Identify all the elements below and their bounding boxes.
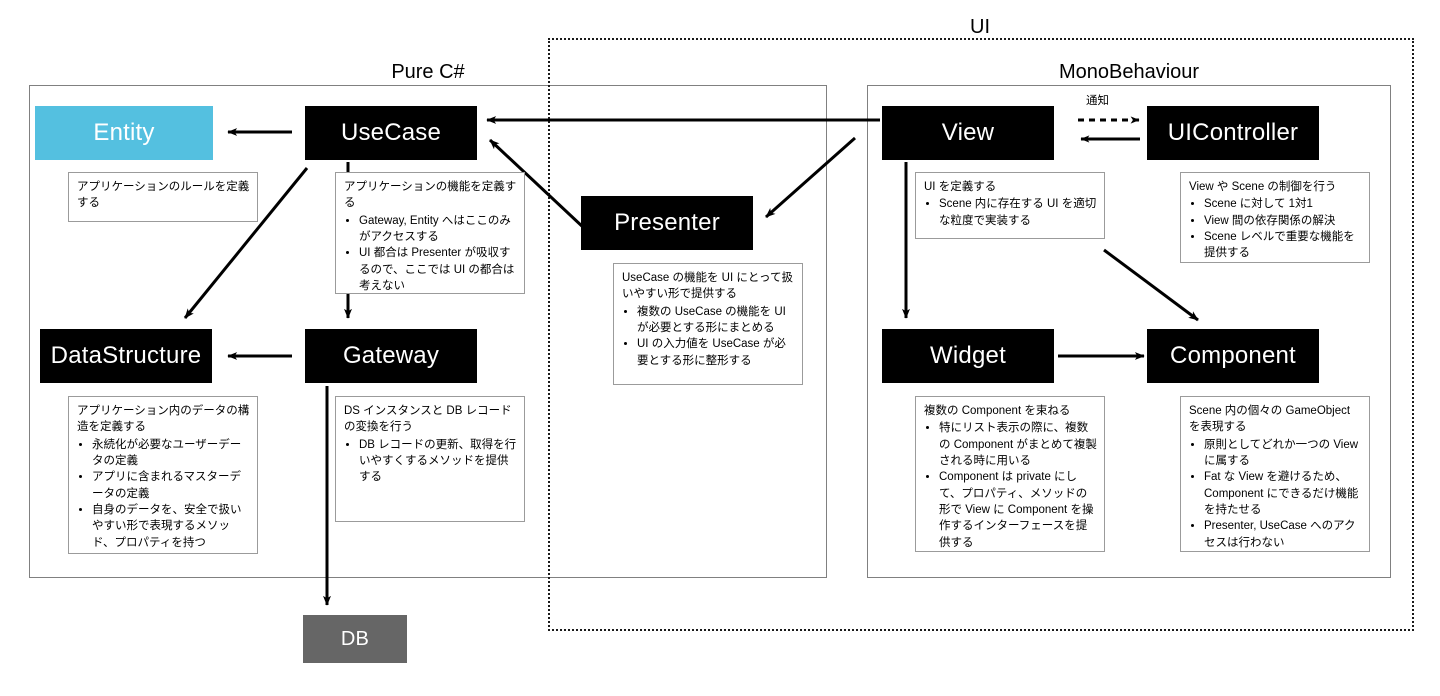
list-item: Fat な View を避けるため、Component にできるだけ機能を持たせ… [1204, 469, 1362, 518]
note-view: UI を定義する Scene 内に存在する UI を適切な粒度で実装する [915, 172, 1105, 239]
note-uicontroller-bullets: Scene に対して 1対1 View 間の依存関係の解決 Scene レベルで… [1189, 196, 1362, 261]
list-item: Component は private にして、プロパティ、メソッドの形で Vi… [939, 469, 1097, 551]
note-usecase-head: アプリケーションの機能を定義する [344, 181, 517, 210]
list-item: Presenter, UseCase へのアクセスは行わない [1204, 518, 1362, 551]
node-view-label: View [941, 119, 995, 146]
node-usecase-label: UseCase [340, 119, 442, 146]
edge-label-notify: 通知 [1086, 95, 1109, 107]
note-usecase: アプリケーションの機能を定義する Gateway, Entity へはここのみが… [335, 172, 525, 294]
note-gateway: DS インスタンスと DB レコードの変換を行う DB レコードの更新、取得を行… [335, 396, 525, 522]
list-item: 原則としてどれか一つの View に属する [1204, 437, 1362, 470]
note-presenter-head: UseCase の機能を UI にとって扱いやすい形で提供する [622, 272, 793, 301]
list-item: 永続化が必要なユーザーデータの定義 [92, 437, 250, 470]
list-item: Scene レベルで重要な機能を提供する [1204, 229, 1362, 262]
group-title-ui: UI [970, 16, 990, 38]
note-component-head: Scene 内の個々の GameObject を表現する [1189, 405, 1351, 434]
node-entity[interactable]: Entity [35, 106, 213, 160]
node-uicontroller[interactable]: UIController [1147, 106, 1319, 160]
node-view[interactable]: View [882, 106, 1054, 160]
list-item: UI 都合は Presenter が吸収するので、ここでは UI の都合は考えな… [359, 245, 517, 293]
list-item: Gateway, Entity へはここのみがアクセスする [359, 213, 517, 246]
note-presenter: UseCase の機能を UI にとって扱いやすい形で提供する 複数の UseC… [613, 263, 803, 385]
group-title-monobehaviour: MonoBehaviour [1058, 61, 1200, 83]
node-presenter[interactable]: Presenter [581, 196, 753, 250]
node-datastructure-label: DataStructure [50, 342, 202, 369]
note-uicontroller: View や Scene の制御を行う Scene に対して 1対1 View … [1180, 172, 1370, 263]
note-presenter-bullets: 複数の UseCase の機能を UI が必要とする形にまとめる UI の入力値… [622, 304, 795, 369]
node-widget[interactable]: Widget [882, 329, 1054, 383]
node-gateway-label: Gateway [342, 342, 440, 369]
node-datastructure[interactable]: DataStructure [40, 329, 212, 383]
node-usecase[interactable]: UseCase [305, 106, 477, 160]
list-item: Scene 内に存在する UI を適切な粒度で実装する [939, 196, 1097, 229]
list-item: View 間の依存関係の解決 [1204, 213, 1362, 229]
note-usecase-bullets: Gateway, Entity へはここのみがアクセスする UI 都合は Pre… [344, 213, 517, 293]
note-widget-head: 複数の Component を束ねる [924, 405, 1071, 417]
note-view-head: UI を定義する [924, 181, 997, 193]
list-item: 自身のデータを、安全で扱いやすい形で表現するメソッド、プロパティを持つ [92, 502, 250, 551]
group-panel-monobehaviour [867, 85, 1391, 578]
group-title-pure-csharp: Pure C# [391, 61, 465, 83]
note-datastructure-head: アプリケーション内のデータの構造を定義する [77, 405, 250, 434]
note-datastructure-bullets: 永続化が必要なユーザーデータの定義 アプリに含まれるマスターデータの定義 自身の… [77, 437, 250, 551]
note-uicontroller-head: View や Scene の制御を行う [1189, 181, 1337, 193]
note-component-bullets: 原則としてどれか一つの View に属する Fat な View を避けるため、… [1189, 437, 1362, 551]
group-panel-ui [548, 38, 1414, 631]
list-item: DB レコードの更新、取得を行いやすくするメソッドを提供する [359, 437, 517, 486]
node-component[interactable]: Component [1147, 329, 1319, 383]
note-gateway-bullets: DB レコードの更新、取得を行いやすくするメソッドを提供する [344, 437, 517, 486]
note-datastructure: アプリケーション内のデータの構造を定義する 永続化が必要なユーザーデータの定義 … [68, 396, 258, 554]
list-item: アプリに含まれるマスターデータの定義 [92, 469, 250, 502]
node-db-label: DB [340, 627, 370, 650]
node-gateway[interactable]: Gateway [305, 329, 477, 383]
note-entity-head: アプリケーションのルールを定義する [77, 181, 250, 210]
list-item: Scene に対して 1対1 [1204, 196, 1362, 212]
group-panel-pure-csharp [29, 85, 827, 578]
list-item: 特にリスト表示の際に、複数の Component がまとめて複製される時に用いる [939, 420, 1097, 469]
note-gateway-head: DS インスタンスと DB レコードの変換を行う [344, 405, 512, 434]
note-view-bullets: Scene 内に存在する UI を適切な粒度で実装する [924, 196, 1097, 229]
node-db[interactable]: DB [303, 615, 407, 663]
note-entity: アプリケーションのルールを定義する [68, 172, 258, 222]
note-component: Scene 内の個々の GameObject を表現する 原則としてどれか一つの… [1180, 396, 1370, 552]
node-entity-label: Entity [93, 119, 155, 146]
note-widget-bullets: 特にリスト表示の際に、複数の Component がまとめて複製される時に用いる… [924, 420, 1097, 551]
note-widget: 複数の Component を束ねる 特にリスト表示の際に、複数の Compon… [915, 396, 1105, 552]
node-presenter-label: Presenter [614, 209, 720, 236]
list-item: 複数の UseCase の機能を UI が必要とする形にまとめる [637, 304, 795, 337]
list-item: UI の入力値を UseCase が必要とする形に整形する [637, 336, 795, 369]
node-uicontroller-label: UIController [1167, 119, 1299, 146]
node-widget-label: Widget [930, 342, 1006, 369]
node-component-label: Component [1170, 342, 1296, 369]
